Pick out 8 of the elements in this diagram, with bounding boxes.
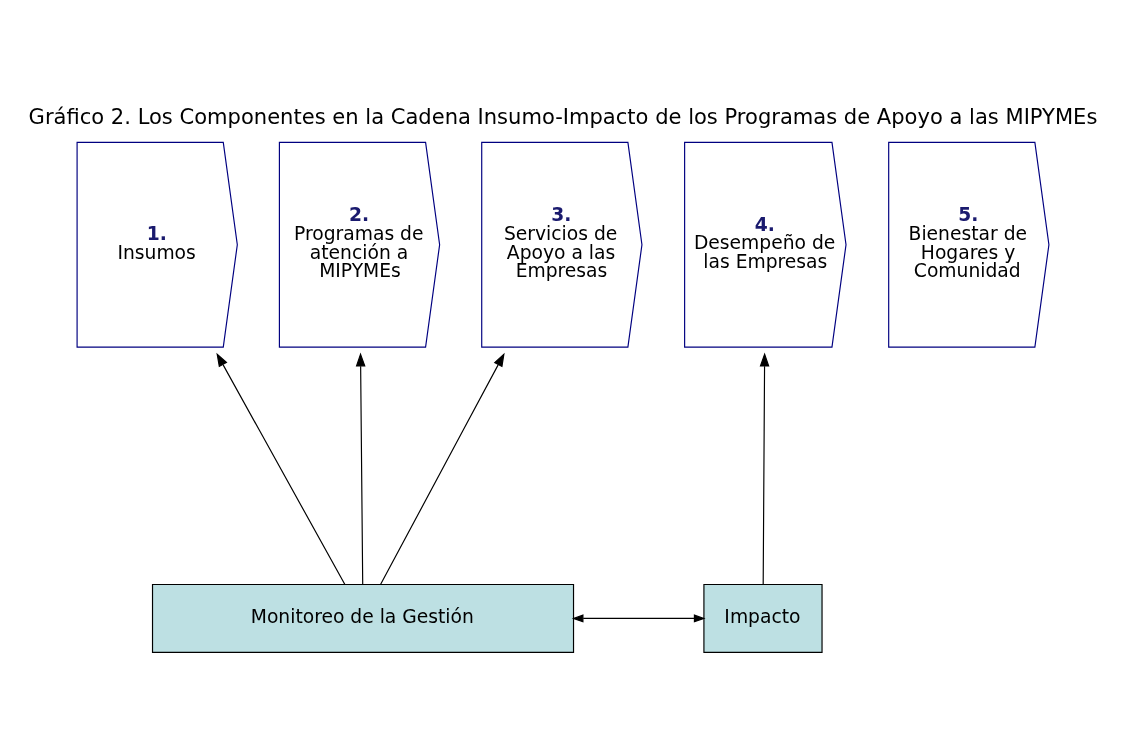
node-box: Impacto	[703, 583, 823, 653]
node-box: Monitoreo de la Gestión	[151, 583, 575, 653]
arrow	[571, 613, 706, 622]
arrow	[380, 352, 505, 585]
arrow	[355, 351, 366, 585]
arrow	[216, 352, 346, 585]
arrow	[759, 351, 770, 585]
diagram-title: Gráfico 2. Los Componentes en la Cadena Insumo-Impacto de los Programas de Apoyo a las MIPYMEs	[28, 103, 1098, 129]
